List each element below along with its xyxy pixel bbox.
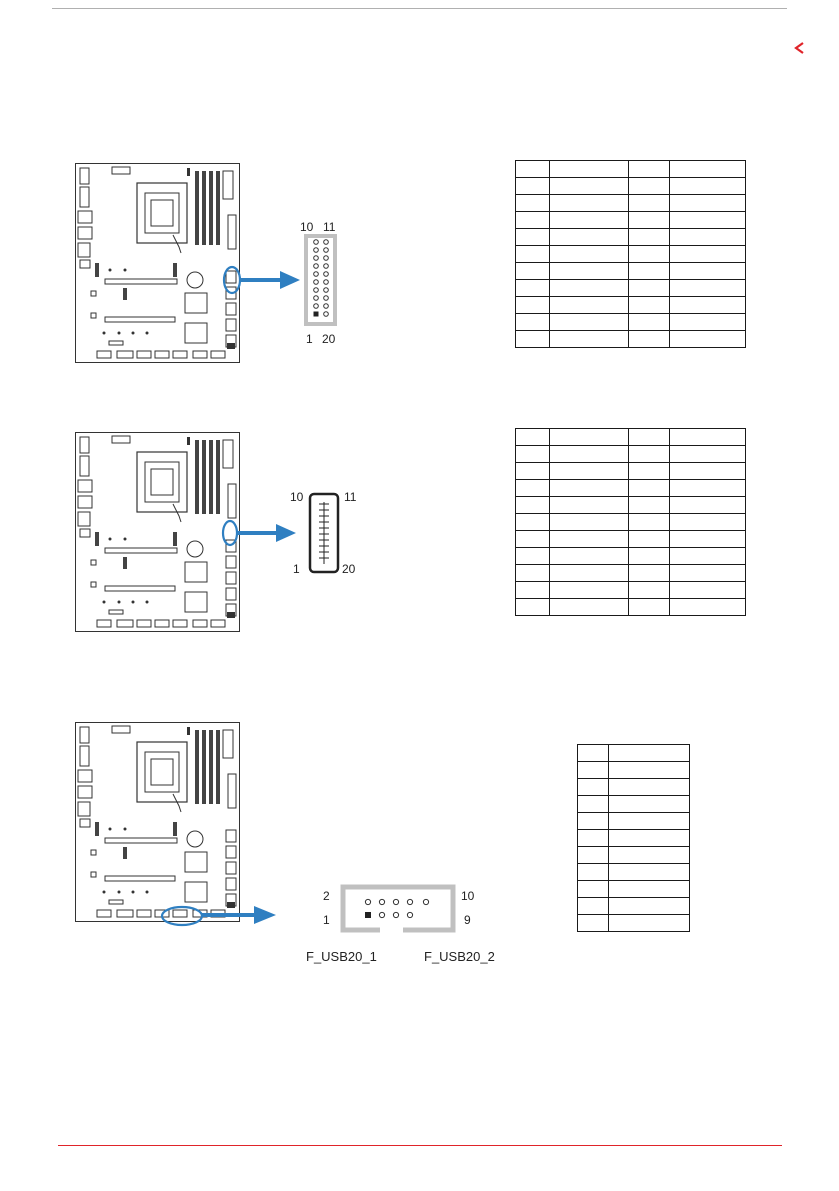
pin-label-9: 9 — [464, 913, 471, 927]
pin-assignment-table — [515, 160, 746, 348]
pin-label-10: 10 — [461, 889, 475, 903]
footer-rule — [58, 1145, 782, 1146]
pin-header-20pin — [308, 492, 340, 574]
caption-f-usb20-2: F_USB20_2 — [424, 949, 495, 964]
connector-highlight-arrow — [222, 265, 300, 295]
pin-label-10: 10 — [290, 490, 304, 504]
top-rule — [52, 8, 787, 9]
pin-label-11: 11 — [323, 220, 336, 234]
pin-label-2: 2 — [323, 889, 330, 903]
motherboard-diagram — [75, 722, 240, 922]
pin-header-2x10 — [304, 234, 337, 326]
motherboard-diagram — [75, 163, 240, 363]
connector-highlight-arrow — [160, 905, 276, 927]
connector-highlight-arrow — [221, 519, 296, 547]
pin-label-11: 11 — [344, 490, 357, 504]
pin-label-20: 20 — [322, 332, 336, 346]
pin-label-1: 1 — [293, 562, 300, 576]
pin-assignment-table — [515, 428, 746, 616]
pin-assignment-table — [577, 744, 690, 932]
motherboard-diagram — [75, 432, 240, 632]
pin-label-20: 20 — [342, 562, 356, 576]
usb-header-2x5 — [340, 884, 456, 933]
chevron-left-icon[interactable] — [792, 40, 806, 56]
caption-f-usb20-1: F_USB20_1 — [306, 949, 377, 964]
pin-label-1: 1 — [323, 913, 330, 927]
pin-label-1: 1 — [306, 332, 313, 346]
pin-label-10: 10 — [300, 220, 314, 234]
